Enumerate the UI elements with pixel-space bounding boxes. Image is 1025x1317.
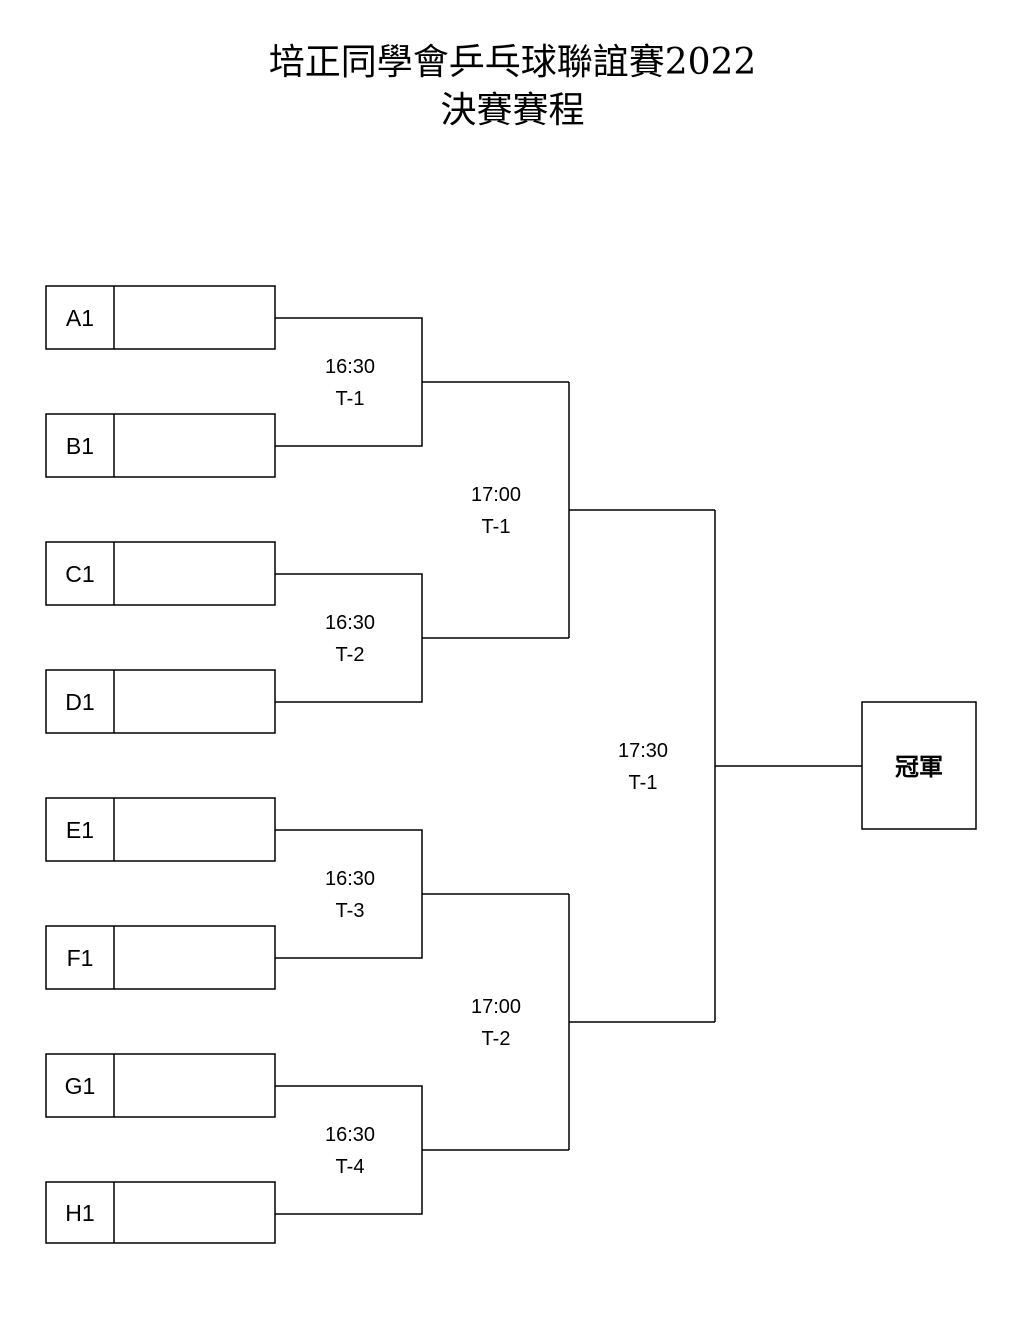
match-time: 16:30	[325, 1124, 375, 1146]
round1-match4-connector	[275, 1085, 569, 1215]
final-table: T-1	[629, 772, 658, 794]
match-time: 16:30	[325, 612, 375, 634]
seed-label: E1	[66, 817, 94, 843]
seed-slot-e1: E1	[45, 797, 276, 862]
seed-slot-g1: G1	[45, 1053, 276, 1118]
champion-slot: 冠軍	[861, 701, 977, 830]
match-time: 17:00	[471, 996, 521, 1018]
round1-match2-connector	[275, 573, 569, 703]
final-time: 17:30	[618, 740, 668, 762]
seed-box	[45, 925, 276, 990]
round1-match1-connector	[275, 317, 569, 447]
seed-label: H1	[65, 1200, 94, 1226]
match-table: T-2	[336, 644, 365, 666]
title-line-2: 決賽賽程	[440, 90, 585, 131]
match-table: T-3	[336, 900, 365, 922]
match-table: T-1	[482, 516, 511, 538]
seed-box	[45, 413, 276, 478]
seed-label: C1	[65, 561, 94, 587]
round2-match1-connector	[568, 382, 715, 638]
seed-slot-f1: F1	[45, 925, 276, 990]
champion-label: 冠軍	[895, 753, 943, 781]
match-time: 16:30	[325, 868, 375, 890]
seed-box	[45, 1053, 276, 1118]
seed-box	[45, 1181, 276, 1244]
round2-match2-connector	[568, 894, 715, 1150]
seed-slot-b1: B1	[45, 413, 276, 478]
seed-label: G1	[65, 1073, 96, 1099]
seed-box	[45, 285, 276, 350]
champion-box	[861, 701, 977, 830]
seed-box	[45, 797, 276, 862]
seed-label: A1	[66, 305, 94, 331]
seed-slot-a1: A1	[45, 285, 276, 350]
seed-slot-d1: D1	[45, 669, 276, 734]
match-table: T-4	[336, 1156, 365, 1178]
final-connector	[714, 510, 862, 1022]
match-time: 16:30	[325, 356, 375, 378]
seed-slot-c1: C1	[45, 541, 276, 606]
seed-box	[45, 669, 276, 734]
match-table: T-1	[336, 388, 365, 410]
round1-match3-connector	[275, 829, 569, 959]
match-table: T-2	[482, 1028, 511, 1050]
match-time: 17:00	[471, 484, 521, 506]
title-line-1: 培正同學會乒乓球聯誼賽2022	[268, 42, 757, 83]
seed-label: B1	[66, 433, 94, 459]
seed-label: D1	[65, 689, 94, 715]
seed-slot-h1: H1	[45, 1181, 276, 1244]
seed-label: F1	[67, 945, 94, 971]
